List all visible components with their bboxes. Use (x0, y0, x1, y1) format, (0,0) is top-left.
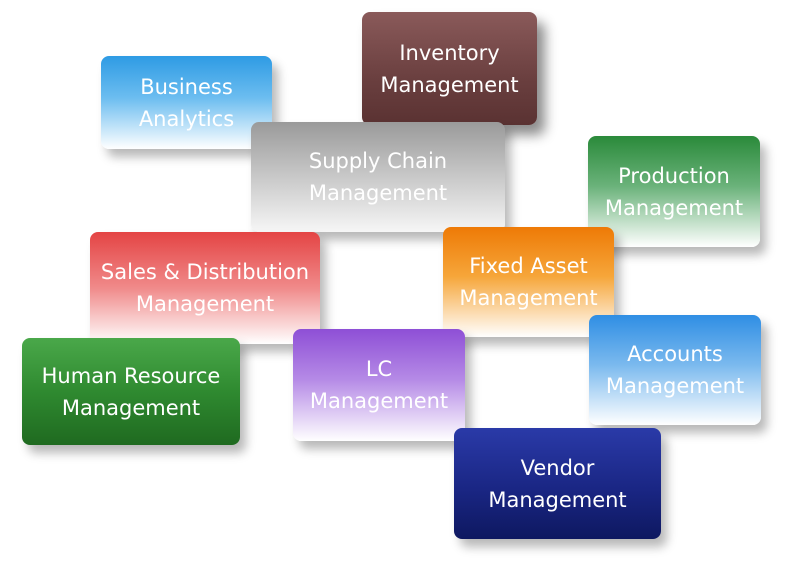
module-title-line2: Management (135, 292, 275, 316)
module-title-line2: Management (604, 195, 744, 220)
module-tile-production-management: Production Management (588, 136, 760, 247)
module-title-line1: Supply Chain (308, 149, 448, 173)
module-title-line2: Management (308, 181, 448, 205)
module-tile-human-resource-management: Human Resource Management (22, 338, 240, 445)
module-title-line2: Management (488, 487, 627, 512)
module-title-line1: LC (365, 357, 393, 381)
module-title-line1: Sales & Distribution (100, 260, 310, 284)
module-title-line1: Fixed Asset (469, 254, 588, 278)
module-title-line2: Management (605, 374, 745, 398)
module-title-line1: Business (140, 74, 233, 99)
module-title-line2: Management (309, 389, 449, 413)
module-title-line2: Management (380, 72, 519, 97)
module-title-line2: Management (459, 286, 598, 310)
module-tile-fixed-asset-management: Fixed Asset Management (443, 227, 614, 337)
module-title-line1: Vendor (520, 455, 595, 480)
module-tile-accounts-management: Accounts Management (589, 315, 761, 425)
module-tile-sales-distribution-management: Sales & Distribution Management (90, 232, 320, 344)
module-tile-supply-chain-management: Supply Chain Management (251, 122, 505, 232)
module-title-line1: Accounts (627, 342, 723, 366)
module-title-line1: Human Resource (41, 363, 221, 388)
module-tile-business-analytics: Business Analytics (101, 56, 272, 149)
module-tile-vendor-management: Vendor Management (454, 428, 661, 539)
module-title-line1: Inventory (399, 40, 500, 65)
module-tile-lc-management: LC Management (293, 329, 465, 441)
module-title-line1: Production (618, 163, 730, 188)
module-title-line2: Analytics (138, 106, 235, 131)
module-tile-inventory-management: Inventory Management (362, 12, 537, 125)
module-title-line2: Management (61, 395, 201, 420)
